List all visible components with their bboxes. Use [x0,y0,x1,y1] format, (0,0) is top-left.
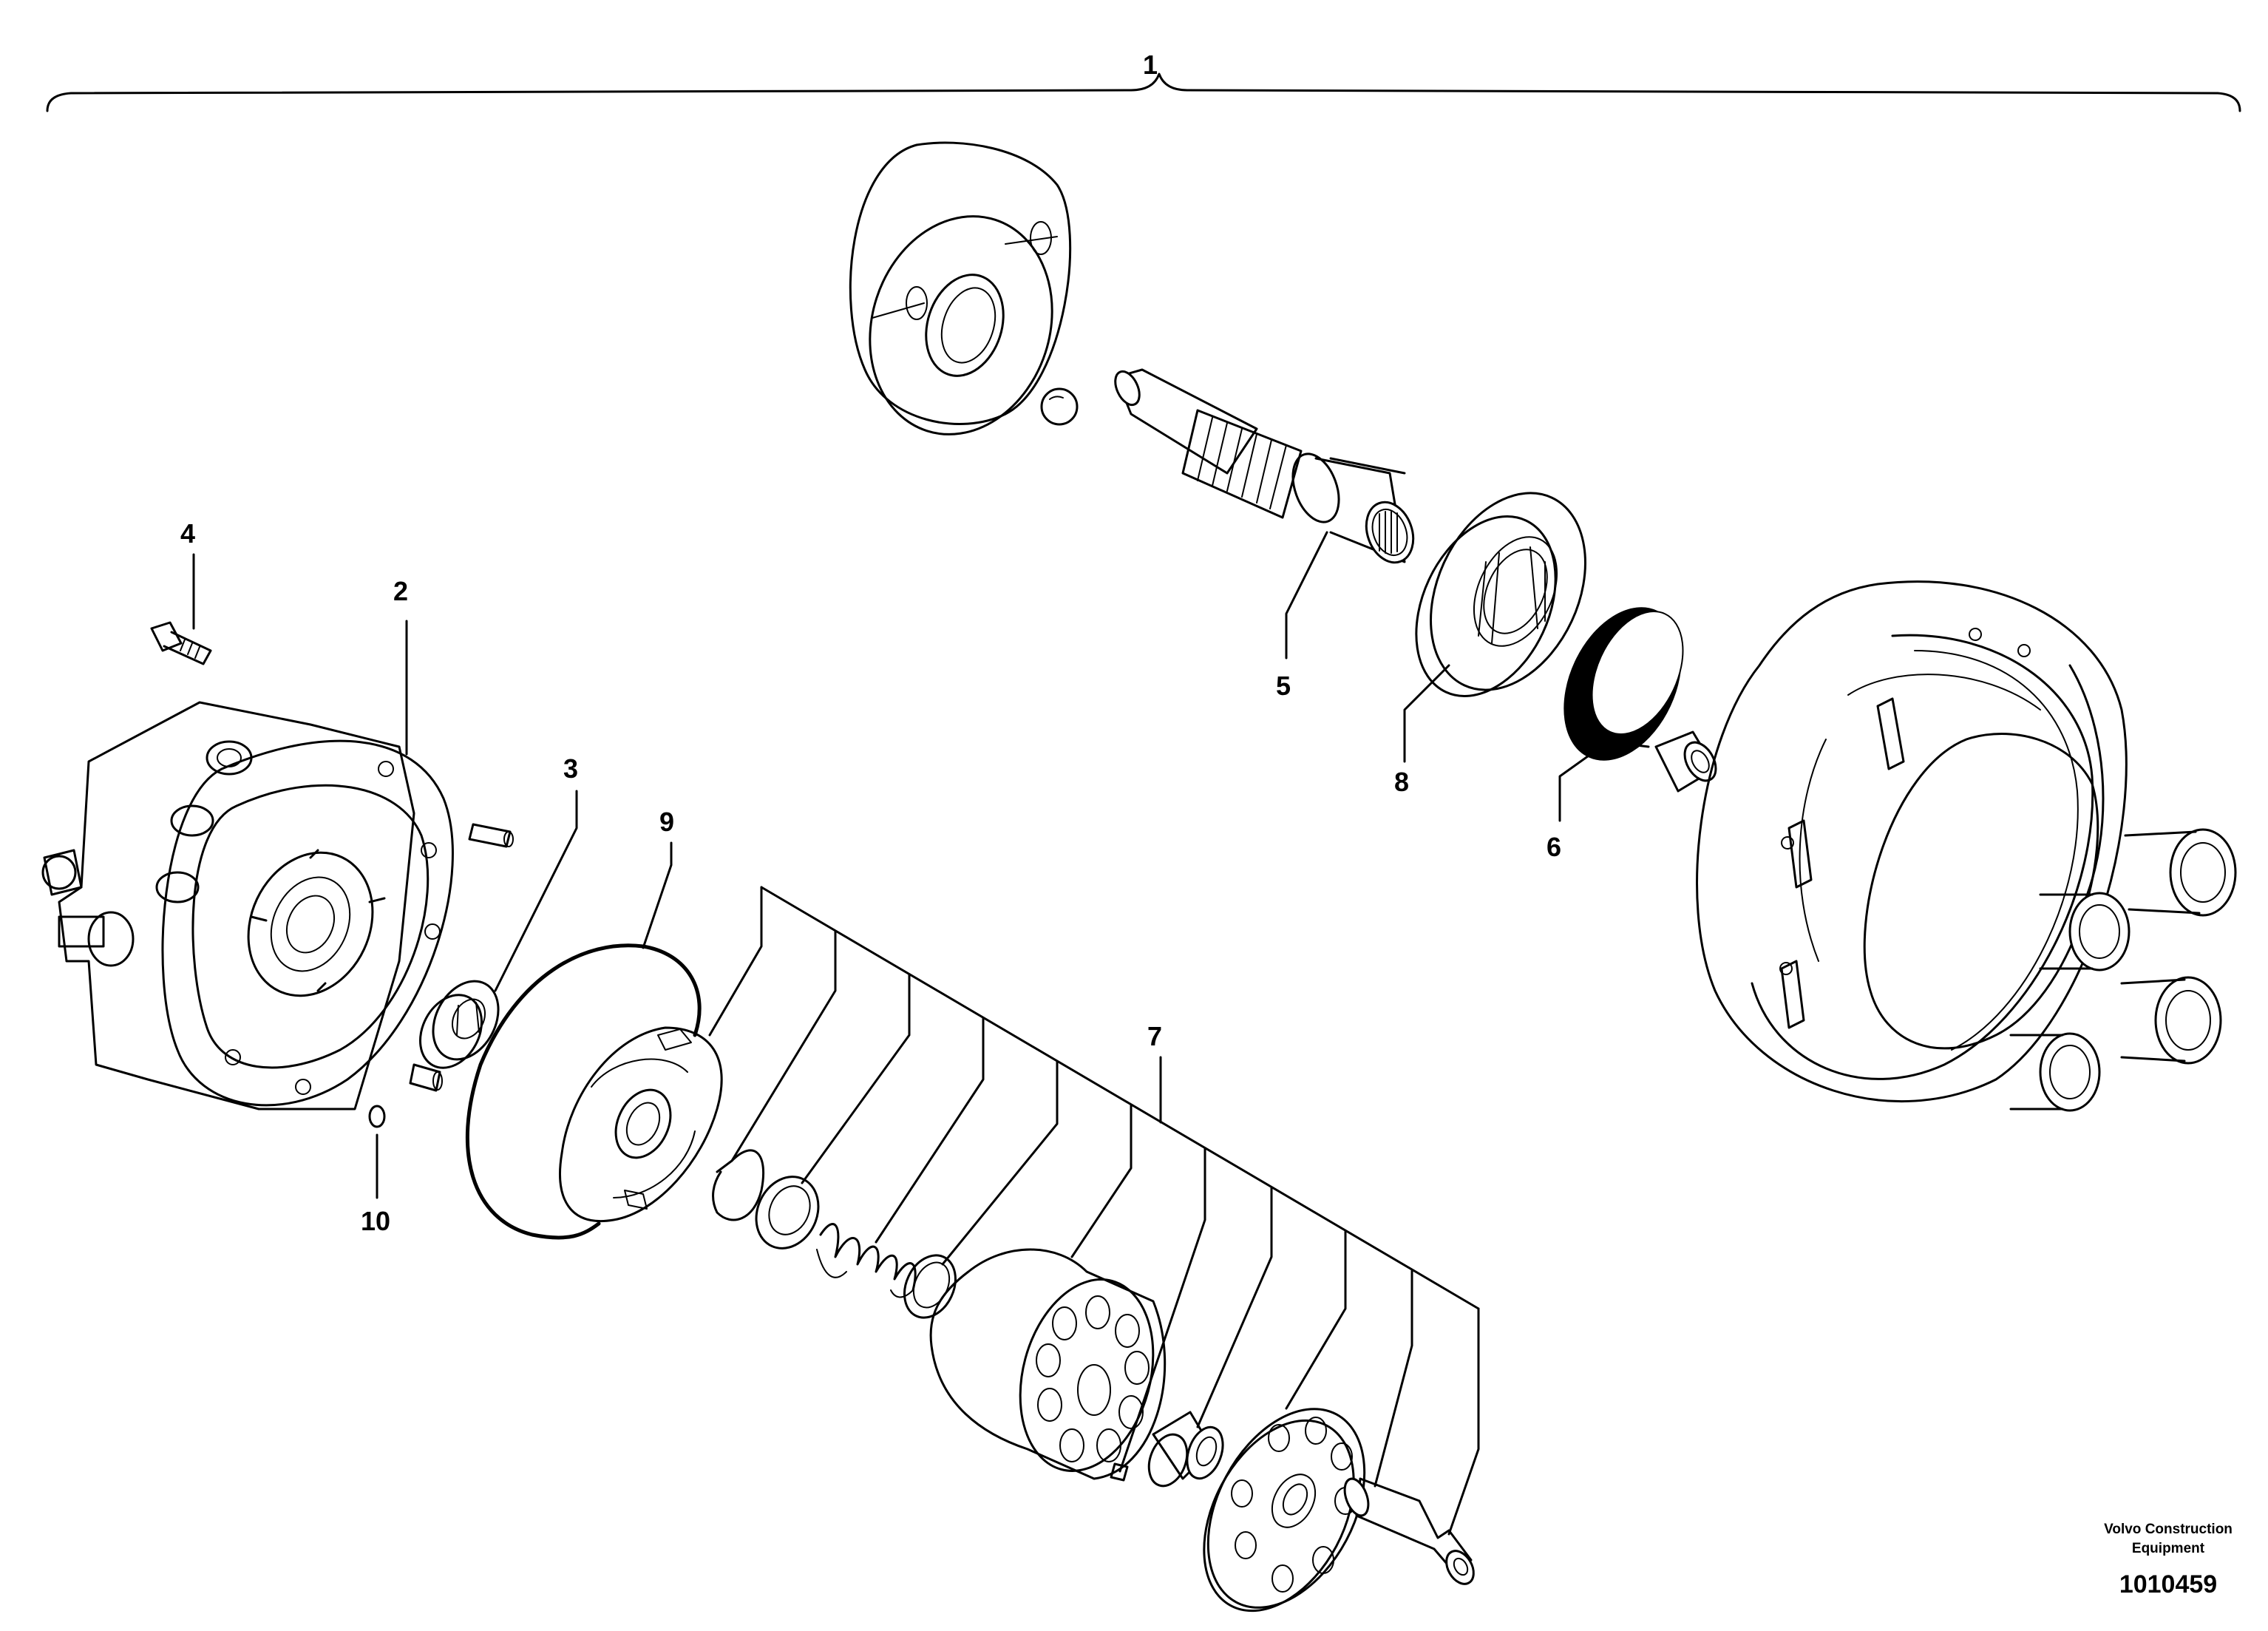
leader-8 [1403,664,1450,763]
spherical-bushing [1147,1411,1224,1488]
drawing-number: 1010459 [2119,1570,2217,1598]
callout-1: 1 [1143,50,1158,80]
leader-9 [642,841,673,949]
plug [1654,730,1717,793]
oil-seal [1564,607,1684,761]
small-o-ring [368,1105,386,1128]
thrust-washer [755,1176,820,1249]
callout-7: 7 [1147,1021,1162,1051]
callout-3: 3 [563,753,578,784]
valve-plate [559,1026,723,1222]
ball-bearing [1415,492,1586,697]
callout-2: 2 [393,576,408,606]
leader-5 [1285,531,1328,659]
brake-disc [849,141,1072,435]
callout-4: 4 [180,518,195,549]
dowel-pin-lower [409,1063,443,1092]
brand-line-2: Equipment [2132,1541,2205,1556]
leader-6 [1558,738,1613,822]
leader-3 [494,790,578,992]
drive-shaft [1114,368,1415,564]
leader-7-comb [708,886,1480,1536]
large-o-ring [465,943,702,1240]
brand-line-1: Volvo Construction [2104,1522,2233,1537]
valve-housing [41,701,454,1110]
spring [816,1223,917,1298]
callout-10: 10 [361,1206,390,1236]
callout-9: 9 [659,807,674,837]
bolt [150,621,212,665]
small-pin [1110,1462,1129,1482]
needle-bearing [419,980,500,1069]
cylinder-block [929,1248,1167,1480]
snap-ring [712,1149,765,1221]
assembly-brace [46,72,2241,112]
callout-6: 6 [1546,832,1561,862]
spacer-ring [903,1254,957,1319]
motor-casing [1696,580,2237,1112]
piston [1343,1477,1475,1585]
callout-5: 5 [1276,671,1291,701]
footer-block: Volvo Construction Equipment 1010459 [2104,1522,2233,1598]
retainer-plate [1203,1408,1366,1613]
steel-ball [1040,387,1079,426]
dowel-pin-upper [468,823,514,848]
callout-8: 8 [1394,767,1409,797]
